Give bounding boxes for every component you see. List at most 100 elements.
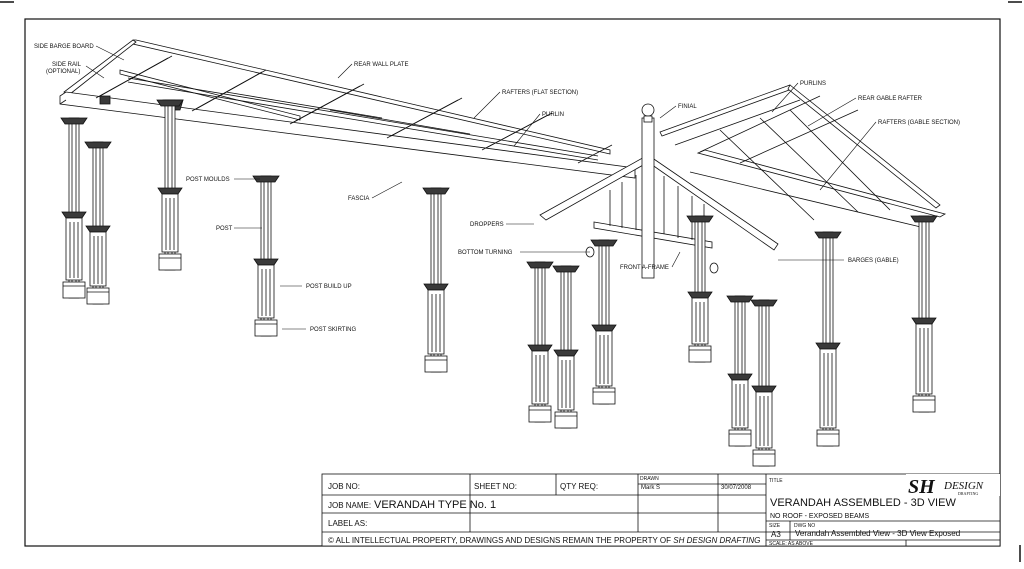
callout-labels: SIDE BARGE BOARD SIDE RAIL (OPTIONAL) RE… [34, 44, 960, 333]
gable-purlin [674, 99, 801, 146]
gable-rafter [789, 109, 891, 211]
dwg-no: Verandah Assembled View - 3D View Expose… [795, 529, 960, 538]
label-fascia: FASCIA [348, 196, 369, 202]
post-mould [750, 299, 778, 307]
label-droppers: DROPPERS [470, 222, 504, 228]
post-build-up [727, 373, 753, 381]
bottom-turning [709, 262, 719, 274]
purlin [329, 109, 471, 135]
post-build-up [253, 258, 279, 266]
job-name-label: JOB NAME: [328, 501, 371, 510]
post [726, 295, 754, 447]
logo-word: DESIGN [943, 480, 984, 492]
leader-rafters-gable [819, 121, 877, 191]
post [552, 265, 580, 429]
post-skirting [688, 345, 712, 363]
callouts [85, 45, 877, 330]
label-side-rail: SIDE RAIL [52, 62, 82, 68]
label-side-rail-optional: (OPTIONAL) [46, 69, 80, 75]
post [252, 175, 280, 337]
scale: SCALE: AS ABOVE [769, 541, 814, 547]
post-build-up [85, 225, 111, 233]
post-skirting [912, 395, 936, 413]
post-mould [590, 239, 618, 247]
purlin [127, 81, 599, 161]
fascia-edge [59, 99, 67, 105]
rafter [195, 69, 267, 110]
post-build-up [687, 291, 713, 299]
copyright-prefix: © ALL INTELLECTUAL PROPERTY, DRAWINGS AN… [328, 536, 673, 545]
label-barges-gable: BARGES (GABLE) [848, 258, 899, 264]
post [526, 261, 554, 423]
copyright-owner: SH DESIGN DRAFTING [673, 536, 760, 545]
post-mould [726, 295, 754, 303]
logo-mark: SH [908, 476, 936, 498]
size-label: SIZE [769, 523, 781, 529]
posts [60, 99, 938, 467]
post-mould [60, 117, 88, 125]
drawing-subtitle: NO ROOF - EXPOSED BEAMS [770, 513, 870, 520]
post [814, 231, 842, 447]
label-as: LABEL AS: [328, 519, 367, 528]
gable-rafter [699, 95, 821, 153]
label-bottom-turning: BOTTOM TURNING [458, 250, 513, 256]
king-post [641, 117, 655, 279]
gable-purlin [689, 171, 926, 229]
label-rafters-gable: RAFTERS (GABLE SECTION) [878, 120, 960, 126]
post [156, 99, 184, 271]
leader-front-a-frame [671, 251, 681, 268]
post-mould [686, 215, 714, 223]
company-logo: SH DESIGN DRAFTING [906, 474, 1000, 498]
label-post-build-up: POST BUILD UP [306, 284, 352, 290]
post-skirting [554, 411, 578, 429]
post-mould [910, 215, 938, 223]
gable-rafter [719, 129, 815, 221]
beam-block [99, 95, 111, 105]
drawn-label: DRAWN [640, 476, 659, 482]
post-skirting [728, 429, 752, 447]
finial [641, 103, 655, 117]
post-build-up [61, 211, 87, 219]
dwg-no-label: DWG NO [794, 523, 815, 529]
post-skirting [158, 253, 182, 271]
post-skirting [752, 449, 776, 467]
job-name: VERANDAH TYPE No. 1 [374, 499, 496, 511]
post-mould [526, 261, 554, 269]
label-purlins: PURLINS [800, 81, 826, 87]
leader-finial [659, 105, 677, 119]
post-build-up [527, 344, 553, 352]
post-mould [552, 265, 580, 273]
purlin [225, 91, 383, 119]
rafter [390, 97, 463, 137]
rafter [577, 144, 613, 164]
logo-sub: DRAFTING [958, 491, 978, 496]
post [686, 215, 714, 363]
verandah-structure [59, 39, 636, 179]
label-rear-wall-plate: REAR WALL PLATE [354, 62, 408, 68]
post-build-up [591, 324, 617, 332]
qty-req-label: QTY REQ: [560, 482, 598, 491]
post-skirting [592, 387, 616, 405]
post [84, 141, 112, 305]
post-mould [84, 141, 112, 149]
rafter [485, 112, 553, 149]
leader-side-rail [85, 65, 105, 79]
leader-rear-gable-rafter [807, 97, 857, 127]
fascia-beam [59, 91, 636, 179]
leader-side-barge-board [95, 45, 125, 61]
post [60, 117, 88, 299]
copyright-text: © ALL INTELLECTUAL PROPERTY, DRAWINGS AN… [328, 536, 760, 545]
post-mould [252, 175, 280, 183]
drawing-date: 30/07/2008 [721, 485, 752, 491]
drawing-title: VERANDAH ASSEMBLED - 3D VIEW [770, 497, 956, 509]
post [750, 299, 778, 467]
label-purlin: PURLIN [542, 112, 564, 118]
post [590, 239, 618, 405]
gable-rafter [739, 109, 859, 164]
label-rafters-flat: RAFTERS (FLAT SECTION) [502, 90, 578, 96]
label-front-a-frame: FRONT A-FRAME [620, 265, 669, 271]
title-label: TITLE [769, 478, 783, 484]
label-side-barge-board: SIDE BARGE BOARD [34, 44, 94, 50]
post-skirting [86, 287, 110, 305]
